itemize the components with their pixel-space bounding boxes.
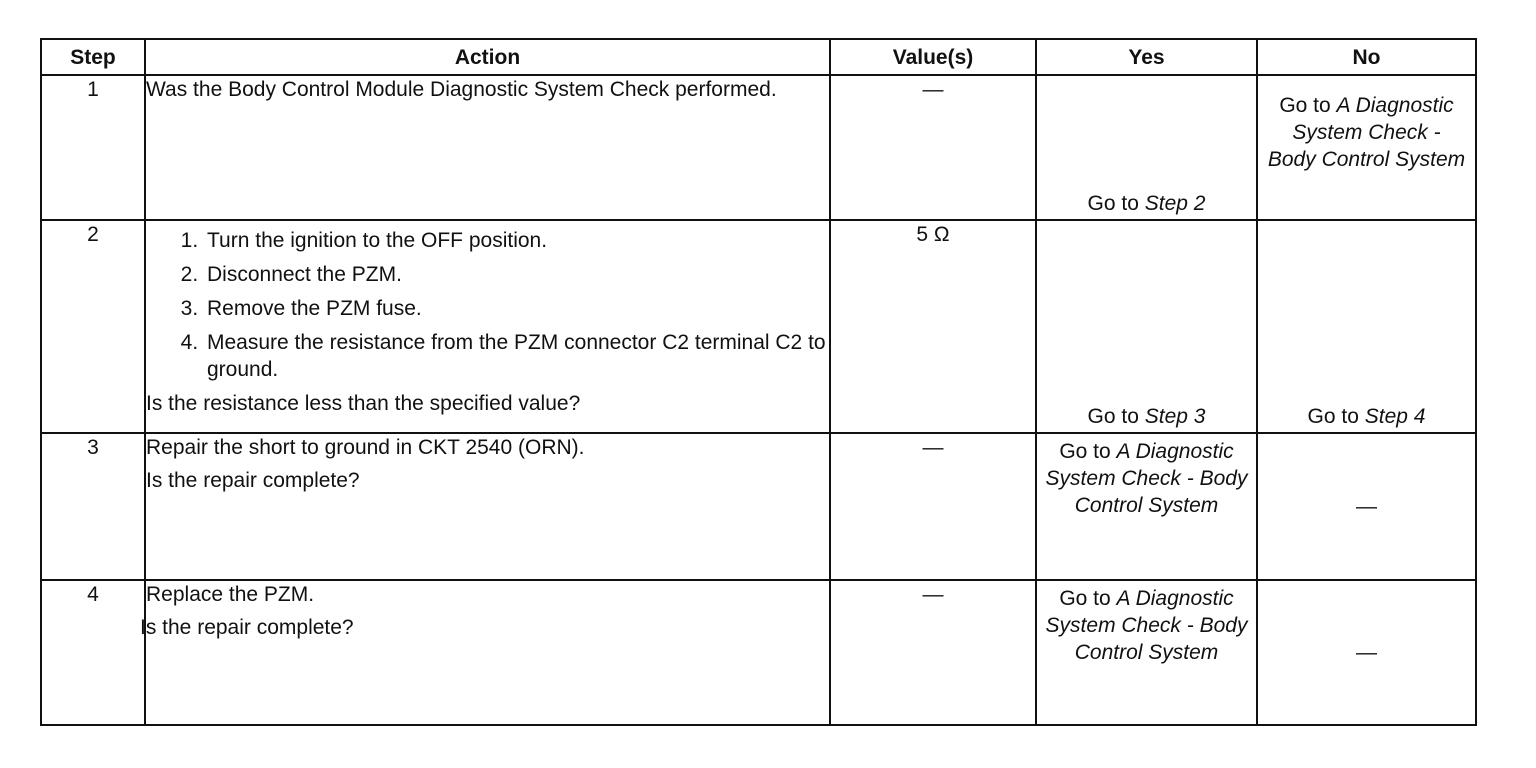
step-number: 3 xyxy=(40,432,146,581)
no-cell: Go to A Diagnostic System Check - Body C… xyxy=(1256,74,1477,221)
action-step: Turn the ignition to the OFF position. xyxy=(204,227,829,254)
no-prefix: Go to xyxy=(1279,94,1337,117)
no-prefix: Go to xyxy=(1307,405,1365,428)
action-cell: Repair the short to ground in CKT 2540 (… xyxy=(144,432,831,581)
table-row: 2 Turn the ignition to the OFF position.… xyxy=(40,219,1477,434)
no-ref: A Diagnostic System Check - Body Control… xyxy=(1267,94,1466,171)
action-text: Replace the PZM. xyxy=(146,583,315,606)
yes-ref: Step 2 xyxy=(1144,192,1206,215)
value-cell: — xyxy=(829,432,1037,581)
action-question: Is the resistance less than the specifie… xyxy=(146,392,581,415)
header-values: Value(s) xyxy=(829,38,1037,76)
action-cell: Was the Body Control Module Diagnostic S… xyxy=(144,74,831,221)
value-cell: — xyxy=(829,579,1037,726)
header-action: Action xyxy=(144,38,831,76)
action-text: Was the Body Control Module Diagnostic S… xyxy=(146,78,777,101)
action-cell: Turn the ignition to the OFF position. D… xyxy=(144,219,831,434)
no-cell: — xyxy=(1256,432,1477,581)
yes-prefix: Go to xyxy=(1087,192,1145,215)
yes-cell: Go to Step 3 xyxy=(1035,219,1258,434)
diagnostic-table: Step Action Value(s) Yes No 1 Was the Bo… xyxy=(40,38,1477,726)
table-row: 3 Repair the short to ground in CKT 2540… xyxy=(40,432,1477,581)
header-yes: Yes xyxy=(1035,38,1258,76)
header-row: Step Action Value(s) Yes No xyxy=(40,38,1477,76)
yes-prefix: Go to xyxy=(1059,440,1117,463)
header-step: Step xyxy=(40,38,146,76)
step-number: 2 xyxy=(40,219,146,434)
table-row: 4 Replace the PZM. Is the repair complet… xyxy=(40,579,1477,726)
action-cell: Replace the PZM. Is the repair complete? xyxy=(140,579,831,726)
action-steps-list: Turn the ignition to the OFF position. D… xyxy=(146,227,829,383)
action-question: Is the repair complete? xyxy=(140,616,354,639)
yes-cell: Go to A Diagnostic System Check - Body C… xyxy=(1035,579,1258,726)
header-no: No xyxy=(1256,38,1477,76)
action-step: Measure the resistance from the PZM conn… xyxy=(204,329,829,383)
action-text: Repair the short to ground in CKT 2540 (… xyxy=(146,436,585,459)
table-row: 1 Was the Body Control Module Diagnostic… xyxy=(40,74,1477,221)
yes-cell: Go to A Diagnostic System Check - Body C… xyxy=(1035,432,1258,581)
value-cell: — xyxy=(829,74,1037,221)
step-number: 4 xyxy=(40,579,146,726)
yes-prefix: Go to xyxy=(1087,405,1145,428)
action-step: Disconnect the PZM. xyxy=(204,261,829,288)
yes-prefix: Go to xyxy=(1059,587,1117,610)
no-cell: — xyxy=(1256,579,1477,726)
yes-cell: Go to Step 2 xyxy=(1035,74,1258,221)
action-step: Remove the PZM fuse. xyxy=(204,295,829,322)
value-cell: 5 Ω xyxy=(829,219,1037,434)
no-cell: Go to Step 4 xyxy=(1256,219,1477,434)
action-question: Is the repair complete? xyxy=(146,469,360,492)
yes-ref: Step 3 xyxy=(1144,405,1206,428)
no-ref: Step 4 xyxy=(1364,405,1426,428)
yes-ref: A Diagnostic System Check - Body Control… xyxy=(1045,587,1248,664)
step-number: 1 xyxy=(40,74,146,221)
yes-ref: A Diagnostic System Check - Body Control… xyxy=(1045,440,1248,517)
